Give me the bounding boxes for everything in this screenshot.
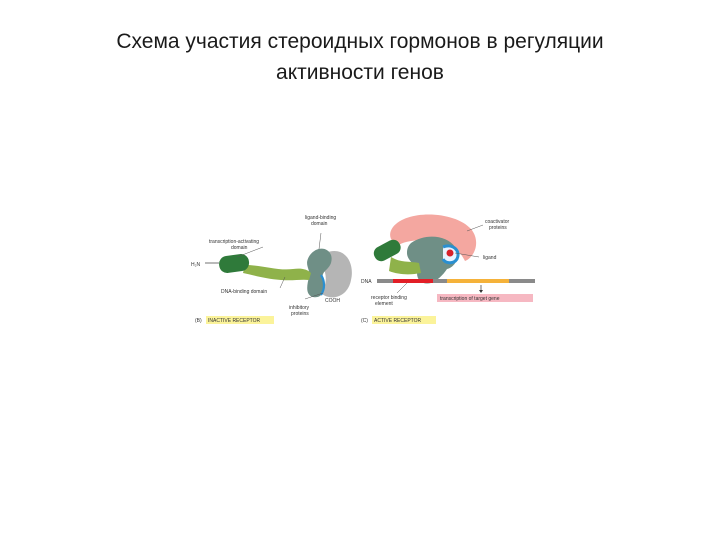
slide-title: Схема участия стероидных гормонов в регу… <box>0 26 720 88</box>
target-gene-segment <box>447 279 509 283</box>
pointer-line <box>318 232 322 250</box>
pointer-line <box>279 276 286 289</box>
receptor-binding-element-segment <box>393 279 433 283</box>
label-transcription-activating-1: transcription-activating <box>209 239 259 245</box>
label-ligand-binding-domain-2: domain <box>311 221 328 227</box>
pointer-line <box>466 224 484 232</box>
label-dna-binding-domain: DNA-binding domain <box>221 289 267 295</box>
active-linker <box>389 257 421 275</box>
active-transcription-activating-domain <box>373 239 401 262</box>
slide-title-line-1: Схема участия стероидных гормонов в регу… <box>116 30 604 53</box>
label-receptor-binding-element-1: receptor binding <box>371 295 407 301</box>
label-coactivator-proteins-2: proteins <box>489 225 507 231</box>
panel-b-caption: INACTIVE RECEPTOR <box>208 318 261 324</box>
transcription-activating-domain <box>219 254 250 273</box>
panel-b-letter: (B) <box>195 318 202 324</box>
dna-binding-linker <box>243 265 311 281</box>
active-receptor-panel: coactivator proteins ligand DNA receptor… <box>361 214 535 324</box>
pointer-line <box>304 292 324 300</box>
panel-c-caption: ACTIVE RECEPTOR <box>374 318 422 324</box>
label-dna: DNA <box>361 279 372 285</box>
label-cooh: COOH <box>325 298 340 304</box>
label-transcription-activating-2: domain <box>231 245 248 251</box>
label-inhibitory-proteins-2: proteins <box>291 311 309 317</box>
label-transcription-of-target-gene: transcription of target gene <box>440 296 500 302</box>
label-ligand-binding-domain-1: ligand-binding <box>305 215 336 221</box>
steroid-receptor-diagram: ligand-binding domain transcription-acti… <box>191 214 535 324</box>
inactive-receptor-panel: ligand-binding domain transcription-acti… <box>191 215 352 324</box>
label-ligand: ligand <box>483 255 497 261</box>
pointer-line <box>396 282 408 294</box>
panel-c-letter: (C) <box>361 318 368 324</box>
pointer-line <box>236 246 264 258</box>
ligand-molecule <box>446 249 454 257</box>
transcription-arrow-head <box>479 290 483 293</box>
target-gene-label-highlight <box>437 294 533 302</box>
panel-c-caption-highlight <box>372 316 436 324</box>
label-h2n: H₂N <box>191 262 201 268</box>
slide-title-line-2: активности генов <box>276 61 444 84</box>
label-coactivator-proteins-1: coactivator <box>485 219 510 225</box>
ligand-binding-domain <box>307 248 332 298</box>
pointer-line <box>454 252 480 258</box>
label-receptor-binding-element-2: element <box>375 301 393 307</box>
label-inhibitory-proteins-1: inhibitory <box>289 305 310 311</box>
panel-b-caption-highlight <box>206 316 274 324</box>
